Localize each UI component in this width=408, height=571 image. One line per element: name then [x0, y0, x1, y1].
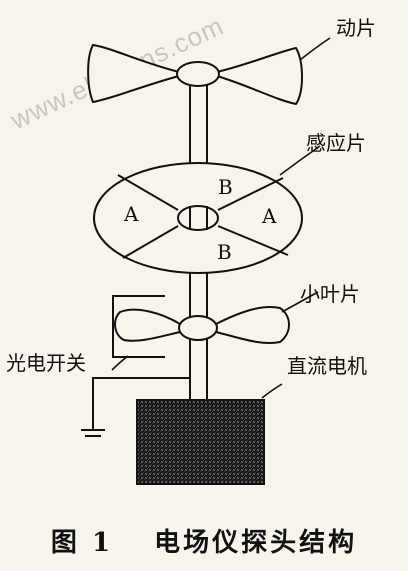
photo-switch-bracket: [112, 295, 165, 358]
label-photo-switch: 光电开关: [6, 351, 86, 375]
label-moving-blade: 动片: [336, 16, 376, 40]
label-small-blade: 小叶片: [300, 282, 360, 306]
sector-b-bottom: B: [217, 240, 232, 264]
sector-a-left: A: [124, 202, 139, 226]
dc-motor-body: [136, 399, 265, 485]
sector-b-top: B: [218, 175, 233, 199]
sector-a-right: A: [262, 204, 277, 228]
figure-caption: 图 1 电场仪探头结构: [50, 528, 358, 558]
small-blade-shape: [114, 306, 290, 345]
leader-lines: [111, 37, 331, 399]
induction-plate-shape: [93, 162, 303, 274]
label-dc-motor: 直流电机: [287, 354, 367, 378]
moving-blade-shape: [87, 43, 303, 106]
ground-symbol: [81, 377, 190, 437]
label-induction-plate: 感应片: [306, 131, 366, 155]
